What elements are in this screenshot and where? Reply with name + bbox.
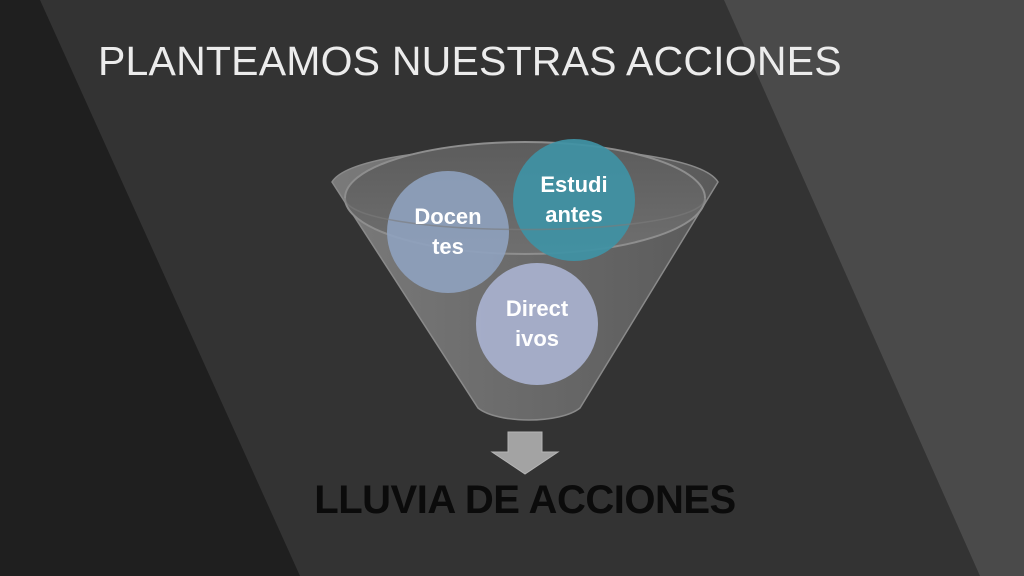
background-light-band [724,0,1024,576]
result-label: LLUVIA DE ACCIONES [314,478,736,522]
funnel-rim-front [344,197,706,231]
slide-title: PLANTEAMOS NUESTRAS ACCIONES [98,38,842,84]
label-docentes: Docen tes [414,204,482,259]
background-dark-band [0,0,300,576]
label-estudiantes: Estudi antes [540,172,608,227]
label-directivos: Direct ivos [505,296,569,351]
down-arrow-icon [490,431,560,475]
circle-directivos [476,263,598,385]
circle-docentes [387,171,509,293]
circle-estudiantes [513,139,635,261]
